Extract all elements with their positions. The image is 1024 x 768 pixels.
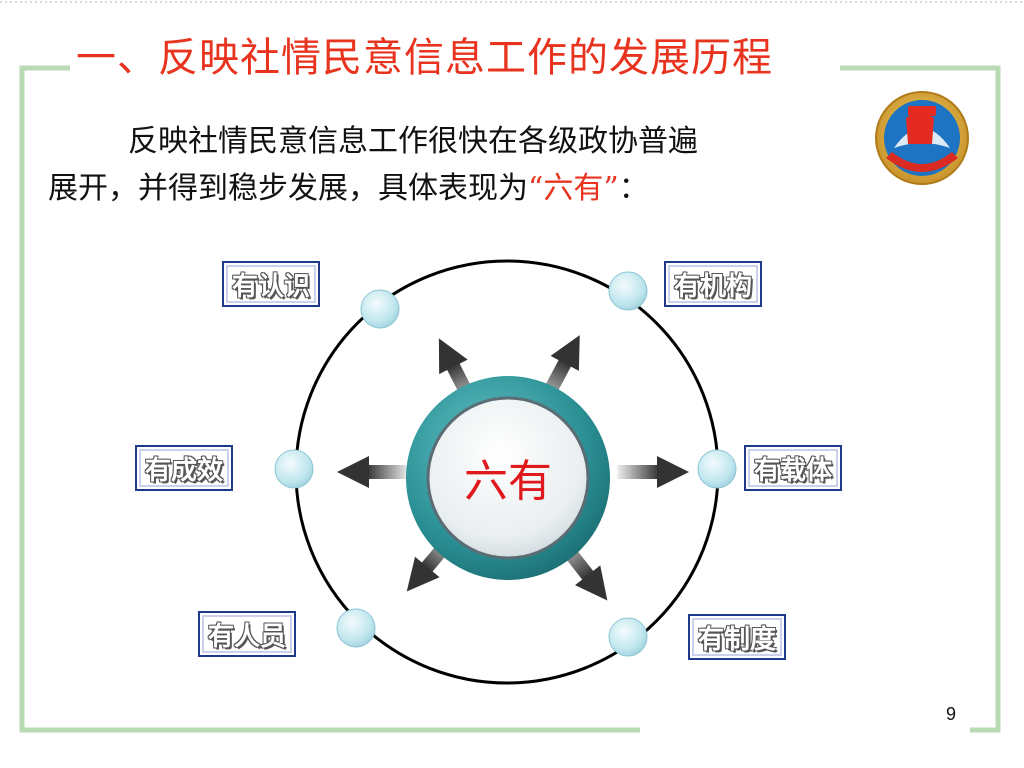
- intro-paragraph: 反映社情民意信息工作很快在各级政协普遍 展开，并得到稳步发展，具体表现为“六有”…: [48, 118, 908, 212]
- label-middle-right: 有载体: [744, 445, 843, 491]
- page-number: 9: [946, 704, 957, 724]
- node-middle-left: [274, 449, 314, 489]
- intro-line-1: 反映社情民意信息工作很快在各级政协普遍: [128, 124, 698, 159]
- hub-label: 六有: [464, 456, 552, 507]
- arrow-to-middle-left: [337, 456, 409, 488]
- slide-title: 一、反映社情民意信息工作的发展历程: [72, 30, 777, 86]
- node-middle-right: [697, 449, 737, 489]
- node-bottom-right: [608, 617, 648, 657]
- intro-line-2-suffix: ：: [618, 171, 649, 206]
- label-top-left: 有认识: [222, 261, 321, 307]
- node-top-left: [360, 289, 400, 329]
- arrow-to-middle-right: [617, 456, 689, 488]
- node-bottom-left: [336, 608, 376, 648]
- label-bottom-right: 有制度: [688, 614, 787, 660]
- label-middle-left: 有成效: [135, 445, 234, 491]
- intro-highlight: “六有”: [528, 171, 619, 206]
- intro-line-2-prefix: 展开，并得到稳步发展，具体表现为: [48, 171, 528, 206]
- label-bottom-left: 有人员: [198, 611, 297, 657]
- node-top-right: [608, 271, 648, 311]
- cppcc-emblem-icon: [875, 91, 969, 185]
- label-top-right: 有机构: [664, 261, 763, 307]
- intro-line-2: 展开，并得到稳步发展，具体表现为“六有”：: [48, 165, 908, 212]
- hub-inner: [426, 396, 590, 560]
